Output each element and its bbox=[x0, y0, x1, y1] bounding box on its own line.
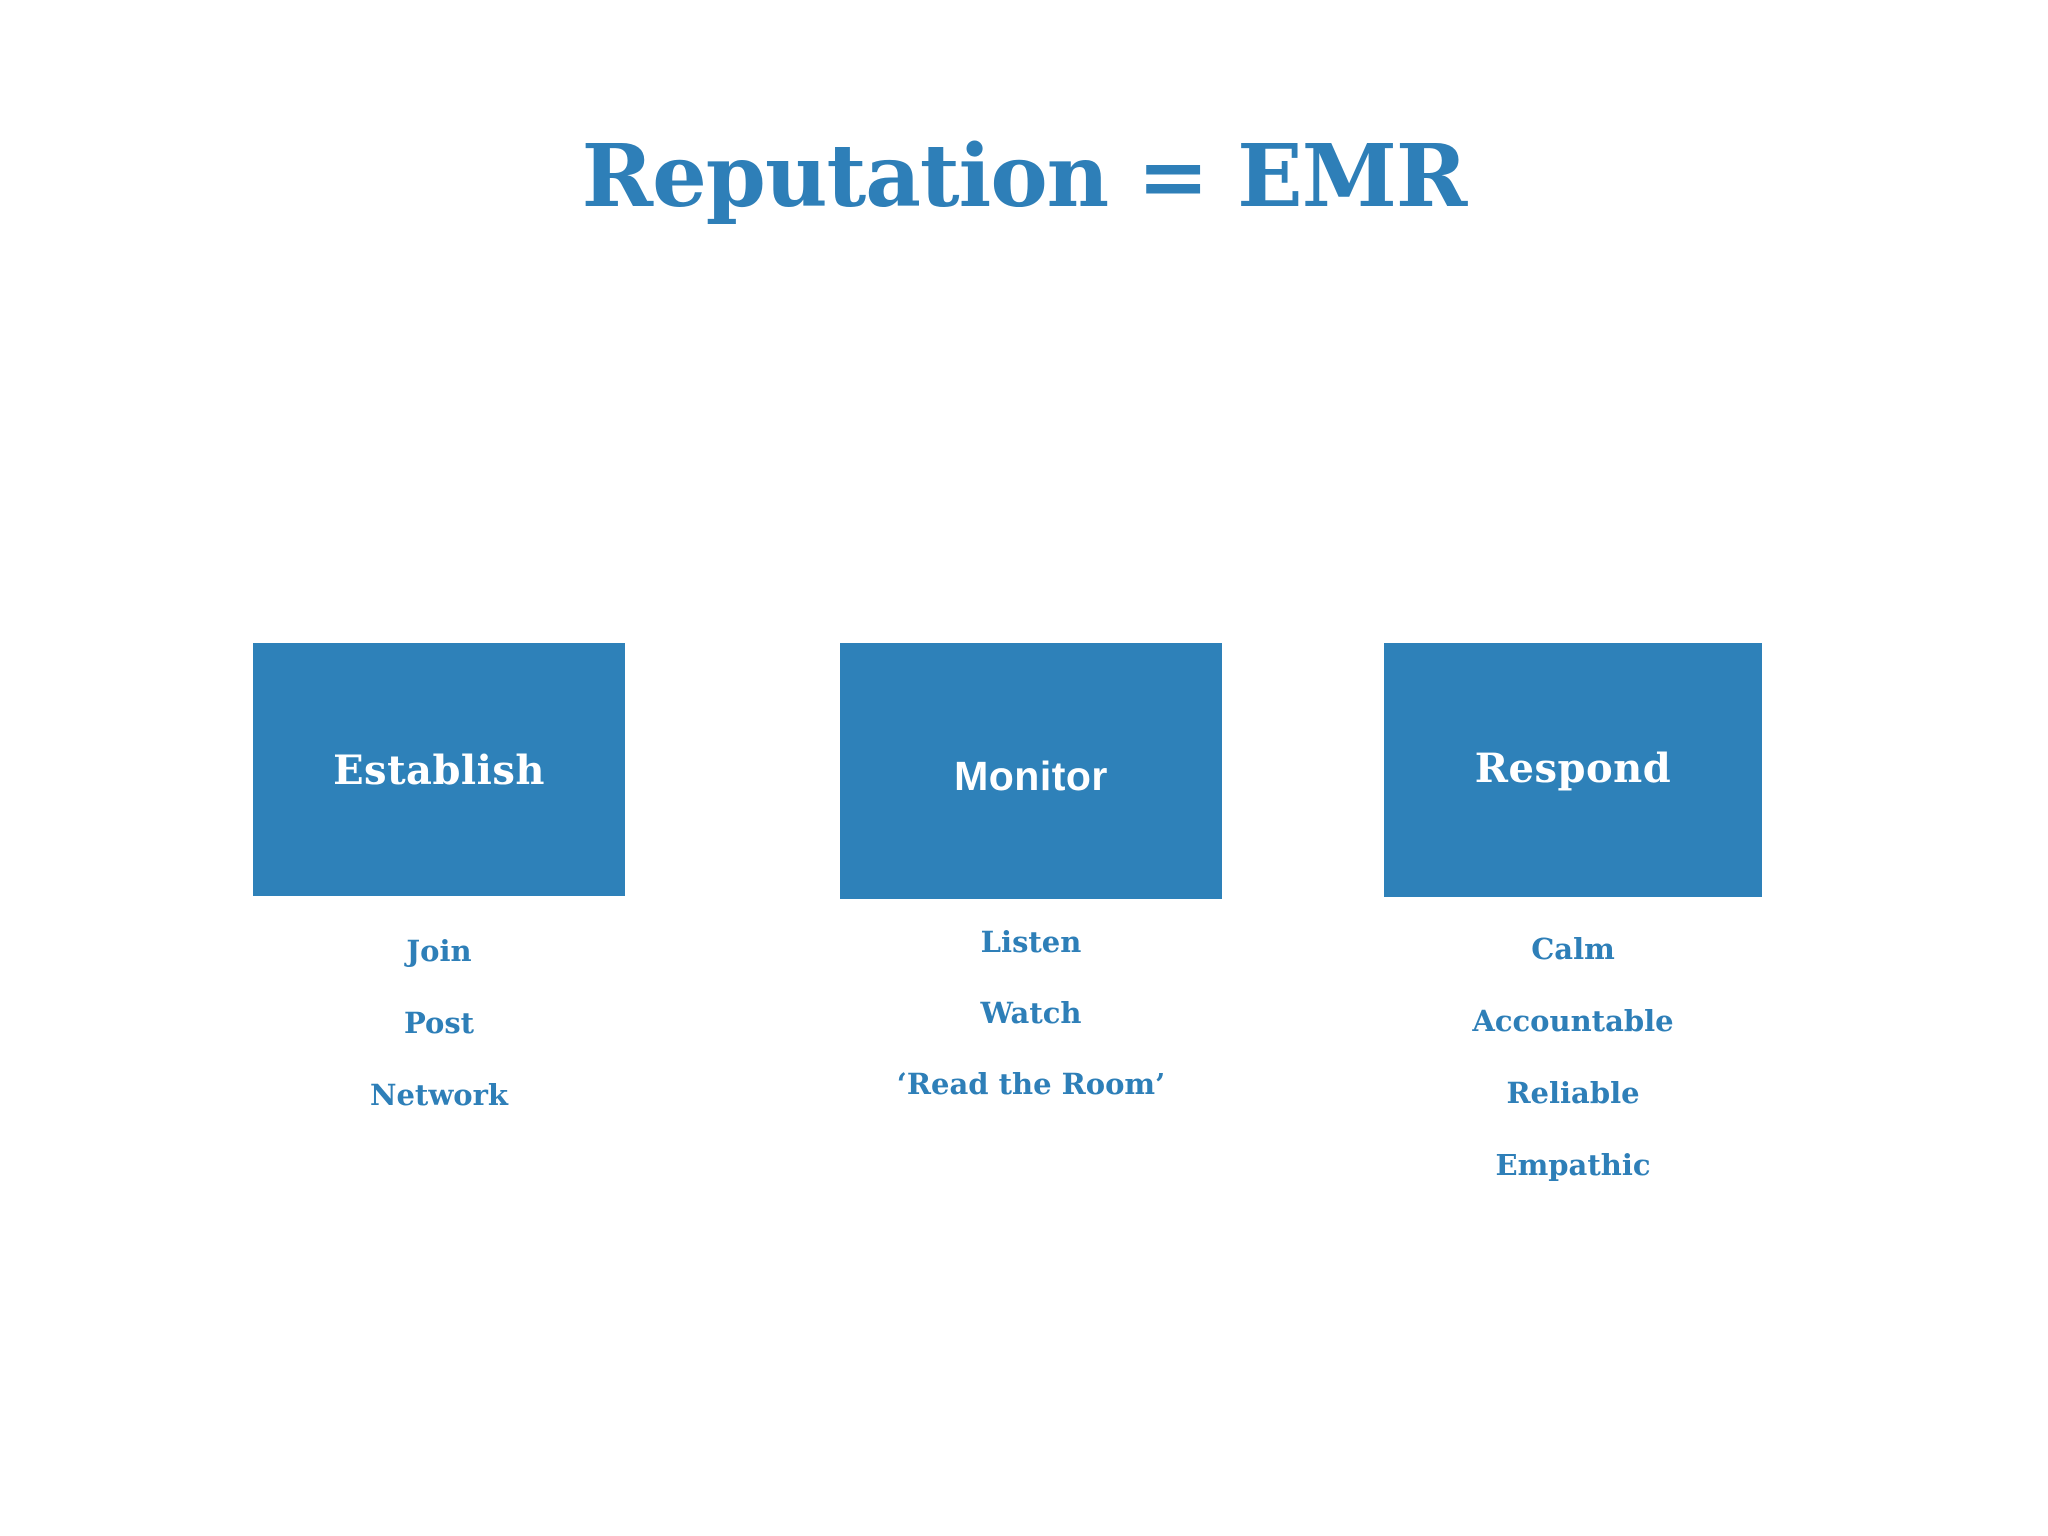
list-item: Join bbox=[406, 934, 472, 968]
column-monitor: Monitor Listen Watch ‘Read the Room’ bbox=[840, 643, 1222, 1099]
phase-box-monitor[interactable]: Monitor bbox=[840, 643, 1222, 899]
phase-box-label-respond: Respond bbox=[1474, 745, 1672, 792]
phase-box-label-monitor: Monitor bbox=[954, 753, 1108, 799]
list-item: Post bbox=[403, 1006, 475, 1040]
list-item: Watch bbox=[980, 996, 1082, 1030]
bullet-list-monitor: Listen Watch ‘Read the Room’ bbox=[840, 928, 1222, 1141]
phase-box-label-establish: Establish bbox=[333, 747, 545, 794]
list-item: Empathic bbox=[1495, 1148, 1651, 1182]
list-item: ‘Read the Room’ bbox=[896, 1067, 1166, 1101]
column-establish: Establish Join Post Network bbox=[253, 643, 625, 1110]
list-item: Accountable bbox=[1472, 1004, 1674, 1038]
page-title: Reputation = EMR bbox=[581, 126, 1468, 227]
list-item: Reliable bbox=[1506, 1076, 1640, 1110]
list-item: Listen bbox=[980, 925, 1082, 959]
list-item: Calm bbox=[1531, 932, 1615, 966]
bullet-list-establish: Join Post Network bbox=[253, 937, 625, 1110]
list-item: Network bbox=[369, 1078, 509, 1112]
bullet-list-respond: Calm Accountable Reliable Empathic bbox=[1384, 935, 1762, 1223]
column-respond: Respond Calm Accountable Reliable Empath… bbox=[1384, 643, 1762, 1180]
phase-box-establish[interactable]: Establish bbox=[253, 643, 625, 896]
phase-box-respond[interactable]: Respond bbox=[1384, 643, 1762, 897]
